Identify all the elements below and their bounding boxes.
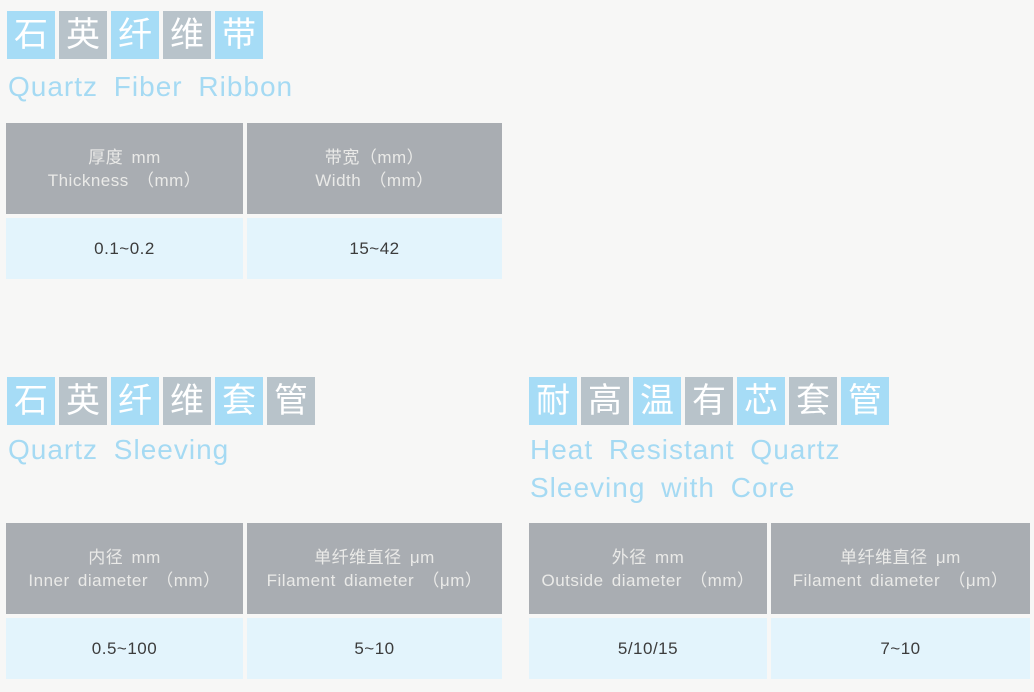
title-tile-char: 石	[7, 11, 55, 59]
header-filament-diameter-zh: 单纤维直径 μm	[314, 547, 435, 567]
title-tile-char: 维	[163, 377, 211, 425]
section-subtitle-heat-resistant-line1: Heat Resistant Quartz	[530, 434, 841, 465]
header-width: 带宽（mm） Width （mm）	[247, 123, 502, 214]
value-filament-diameter: 7~10	[771, 618, 1030, 679]
title-tile-char: 高	[581, 377, 629, 425]
header-inner-diameter: 内径 mm Inner diameter （mm）	[6, 523, 243, 614]
header-filament-diameter-en: Filament diameter （μm）	[792, 570, 1009, 590]
table-data-row: 0.5~100 5~10	[6, 618, 502, 679]
section-subtitle-quartz-sleeving: Quartz Sleeving	[8, 434, 230, 465]
header-filament-diameter: 单纤维直径 μm Filament diameter （μm）	[247, 523, 502, 614]
header-thickness-zh: 厚度 mm	[88, 147, 161, 167]
table-header-row: 内径 mm Inner diameter （mm） 单纤维直径 μm Filam…	[6, 523, 502, 614]
title-tile-char: 石	[7, 377, 55, 425]
header-outside-diameter-zh: 外径 mm	[611, 547, 685, 567]
title-tile-char: 纤	[111, 11, 159, 59]
table-header-row: 厚度 mm Thickness （mm） 带宽（mm） Width （mm）	[6, 123, 502, 214]
title-tiles-heat-resistant-sleeving: 耐 高 温 有 芯 套 管	[529, 377, 889, 425]
section-subtitle-quartz-fiber-ribbon: Quartz Fiber Ribbon	[8, 71, 294, 102]
value-filament-diameter: 5~10	[247, 618, 502, 679]
header-filament-diameter-en: Filament diameter （μm）	[266, 570, 483, 590]
title-tile-char: 温	[633, 377, 681, 425]
title-tile-char: 有	[685, 377, 733, 425]
spec-table-quartz-sleeving: 内径 mm Inner diameter （mm） 单纤维直径 μm Filam…	[6, 523, 502, 679]
header-width-en: Width （mm）	[315, 170, 434, 190]
title-tile-char: 套	[215, 377, 263, 425]
header-inner-diameter-zh: 内径 mm	[88, 547, 161, 567]
title-tile-char: 英	[59, 377, 107, 425]
spec-table-quartz-fiber-ribbon: 厚度 mm Thickness （mm） 带宽（mm） Width （mm） 0…	[6, 123, 502, 279]
table-header-row: 外径 mm Outside diameter （mm） 单纤维直径 μm Fil…	[529, 523, 1030, 614]
section-subtitle-heat-resistant-line2: Sleeving with Core	[530, 472, 796, 503]
title-tile-char: 纤	[111, 377, 159, 425]
header-inner-diameter-en: Inner diameter （mm）	[28, 570, 221, 590]
title-tile-char: 芯	[737, 377, 785, 425]
title-tile-char: 管	[841, 377, 889, 425]
header-outside-diameter-en: Outside diameter （mm）	[541, 570, 755, 590]
header-thickness: 厚度 mm Thickness （mm）	[6, 123, 243, 214]
spec-table-heat-resistant-sleeving: 外径 mm Outside diameter （mm） 单纤维直径 μm Fil…	[529, 523, 1030, 679]
header-outside-diameter: 外径 mm Outside diameter （mm）	[529, 523, 767, 614]
title-tiles-quartz-fiber-ribbon: 石 英 纤 维 带	[7, 11, 263, 59]
table-data-row: 0.1~0.2 15~42	[6, 218, 502, 279]
header-thickness-en: Thickness （mm）	[47, 170, 202, 190]
value-thickness: 0.1~0.2	[6, 218, 243, 279]
table-data-row: 5/10/15 7~10	[529, 618, 1030, 679]
title-tile-char: 维	[163, 11, 211, 59]
title-tile-char: 英	[59, 11, 107, 59]
title-tile-char: 耐	[529, 377, 577, 425]
value-width: 15~42	[247, 218, 502, 279]
title-tiles-quartz-sleeving: 石 英 纤 维 套 管	[7, 377, 315, 425]
header-filament-diameter-zh: 单纤维直径 μm	[840, 547, 961, 567]
title-tile-char: 套	[789, 377, 837, 425]
header-width-zh: 带宽（mm）	[324, 147, 425, 167]
value-inner-diameter: 0.5~100	[6, 618, 243, 679]
title-tile-char: 管	[267, 377, 315, 425]
header-filament-diameter: 单纤维直径 μm Filament diameter （μm）	[771, 523, 1030, 614]
title-tile-char: 带	[215, 11, 263, 59]
value-outside-diameter: 5/10/15	[529, 618, 767, 679]
